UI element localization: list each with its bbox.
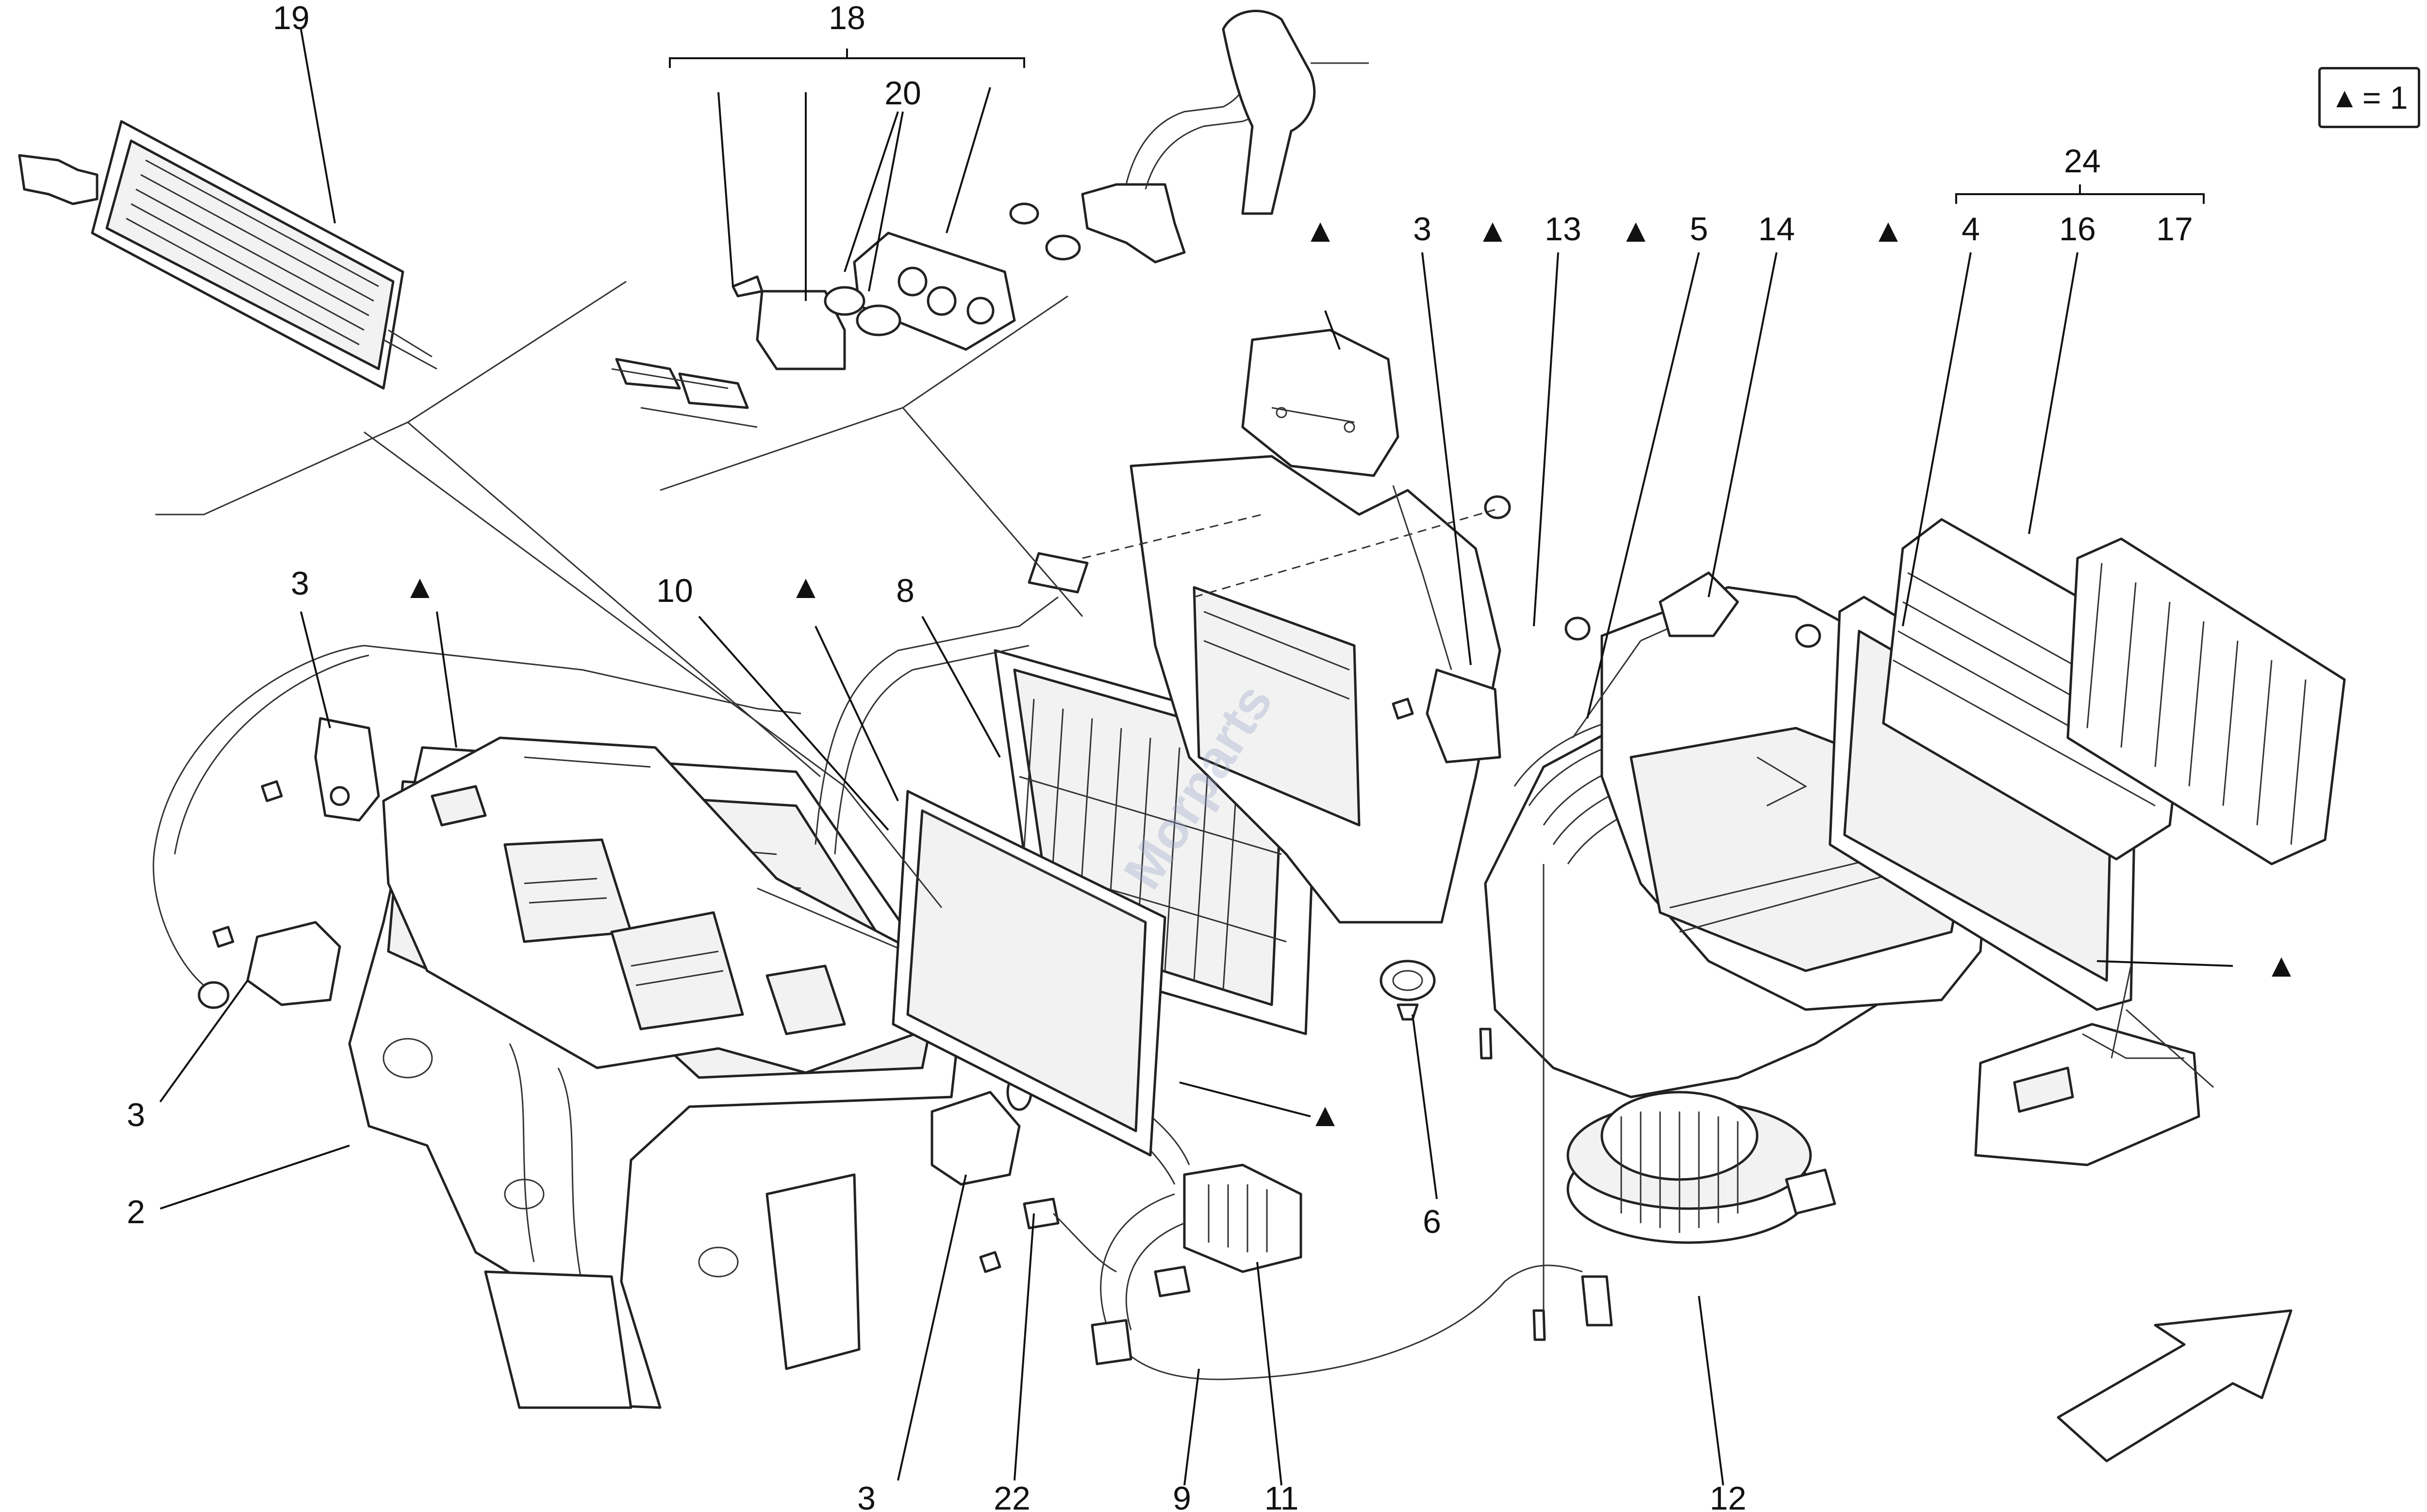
callout-22: 22	[994, 1480, 1031, 1512]
callout-8: 8	[896, 572, 914, 609]
part-3-actuator-a	[314, 717, 380, 822]
callout-9: 9	[1173, 1480, 1191, 1512]
marker-1: ▲	[403, 568, 436, 605]
marker-4: ▲	[1476, 212, 1509, 249]
leader-lines	[159, 29, 2233, 1486]
callout-12: 12	[1710, 1480, 1746, 1512]
part-18-expansion-valve	[611, 202, 1081, 428]
part-6-grommet	[1380, 960, 1436, 1021]
callout-4: 4	[1962, 211, 1980, 248]
screws-centre	[1392, 698, 1546, 1341]
part-22-connector	[1023, 1197, 1117, 1273]
callout-19: 19	[273, 0, 310, 36]
legend-marker-icon: ▲	[2330, 82, 2359, 114]
callout-20: 20	[884, 75, 921, 112]
callout-11: 11	[1264, 1480, 1299, 1512]
callout-10: 10	[656, 572, 693, 609]
part-9-harness	[1091, 1193, 1583, 1380]
callout-14: 14	[1758, 211, 1795, 248]
part-10-filter-frame	[892, 790, 1166, 1157]
callout-13: 13	[1545, 211, 1581, 248]
bracket-18	[669, 49, 1025, 68]
marker-3: ▲	[1304, 212, 1336, 249]
callout-2: 2	[127, 1194, 145, 1230]
callout-6: 6	[1423, 1203, 1441, 1240]
part-17-filter	[2066, 537, 2346, 865]
markers: ▲ ▲ ▲ ▲ ▲ ▲ ▲ ▲ ▲	[403, 212, 2297, 1133]
part-16-filter	[1882, 518, 2191, 861]
callout-3-bottom: 3	[857, 1480, 876, 1512]
callout-18: 18	[829, 0, 865, 36]
part-5-clip	[1795, 624, 1821, 648]
callout-3-top: 3	[1413, 211, 1431, 248]
callout-24: 24	[2064, 143, 2101, 180]
direction-arrow	[2057, 1309, 2293, 1462]
callout-5: 5	[1690, 211, 1708, 248]
part-19-panel	[18, 120, 437, 390]
detail-guide-lines	[155, 281, 2214, 1311]
legend-box: ▲ = 1	[2318, 67, 2420, 128]
refrigerant-pipes	[1081, 10, 1369, 264]
marker-2: ▲	[789, 568, 822, 605]
bracket-24	[1955, 184, 2205, 204]
evaporator-housing-upper	[1130, 329, 1511, 924]
marker-6: ▲	[1872, 212, 1904, 249]
callout-16: 16	[2059, 211, 2096, 248]
marker-8: ▲	[2265, 947, 2297, 984]
callout-3-left: 3	[291, 565, 309, 602]
marker-7: ▲	[1309, 1097, 1341, 1133]
screws-left	[212, 780, 1001, 1273]
callout-3-mid-left: 3	[127, 1097, 145, 1133]
callout-numbers: 19 18 20 24 4 16 17 3 13 5 14 3 10 8 3 2…	[127, 0, 2193, 1512]
callout-17: 17	[2156, 211, 2193, 248]
part-13-clip	[1564, 616, 1591, 641]
control-module	[1974, 1023, 2200, 1166]
pipe-loop	[815, 552, 1089, 855]
marker-5: ▲	[1619, 212, 1652, 249]
legend-text: = 1	[2362, 80, 2408, 116]
part-11-resistor	[1183, 1163, 1302, 1273]
